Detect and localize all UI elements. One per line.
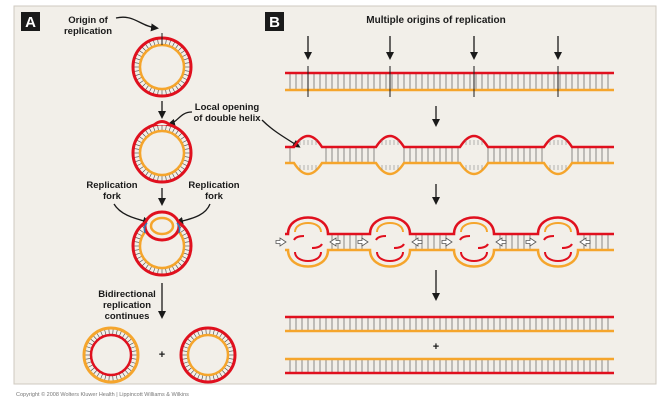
panel-a-plus: +	[159, 349, 165, 361]
origin-arrows	[304, 36, 562, 60]
circular-dna-3	[131, 210, 193, 277]
figure-background	[13, 5, 657, 385]
daughter-circle-right	[179, 326, 237, 384]
copyright-line: Copyright © 2008 Wolters Kluwer Health |…	[16, 391, 189, 398]
circular-dna-1	[131, 33, 193, 98]
opening-pointer-arrow-b	[261, 119, 301, 148]
panel-b-letter-box	[265, 12, 284, 31]
circular-dna-2	[131, 120, 193, 184]
fork-left-arrow	[113, 203, 151, 225]
linear-dna-row3	[275, 216, 614, 268]
panel-a-letter-box	[21, 12, 40, 31]
daughter-duplex-top	[285, 315, 614, 333]
fork-right-arrow	[175, 203, 211, 225]
linear-dna-row1	[285, 66, 614, 97]
opening-pointer-arrow	[167, 111, 193, 127]
panel-b-letter: B	[269, 14, 280, 31]
daughter-duplex-bottom	[285, 357, 614, 375]
panel-b-plus: +	[433, 341, 439, 353]
panel-b-heading: Multiple origins of replication	[366, 15, 505, 26]
panel-b: B Multiple origins of replication	[265, 12, 614, 375]
origin-pointer-arrow	[115, 16, 159, 32]
daughter-circle-left	[82, 326, 140, 384]
linear-dna-row2	[285, 134, 614, 176]
panel-a-letter: A	[25, 14, 36, 31]
